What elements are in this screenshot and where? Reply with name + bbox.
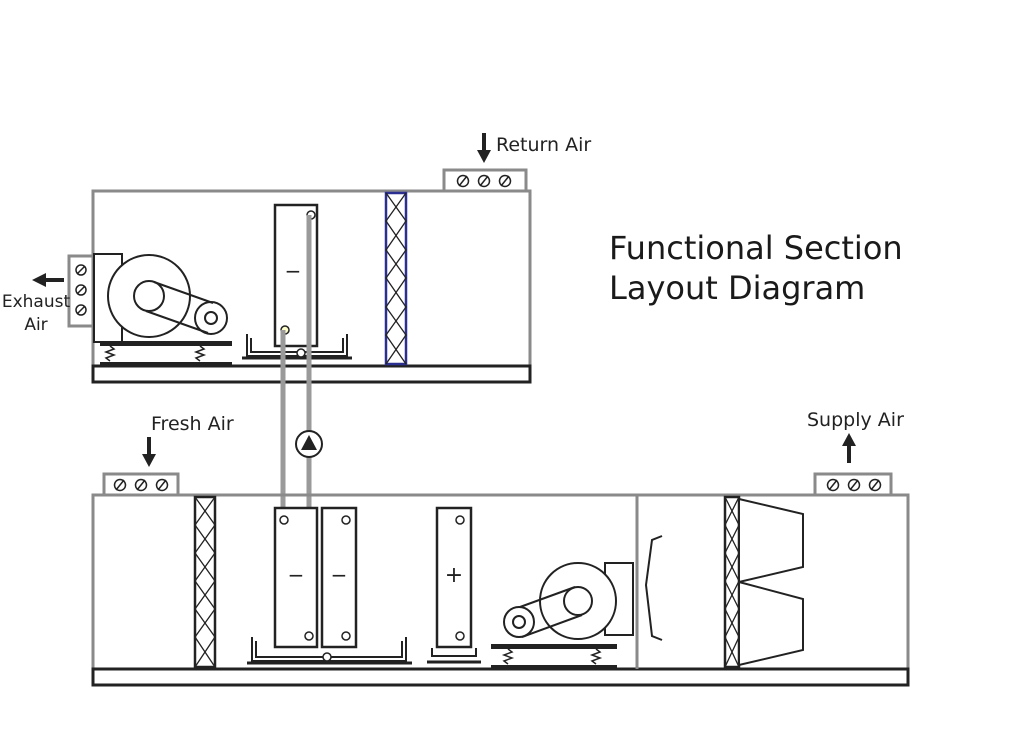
return-air-damper bbox=[442, 168, 528, 193]
diagram-title-line1: Functional Section bbox=[609, 229, 903, 267]
fresh-air-damper bbox=[102, 472, 180, 497]
supply-fan bbox=[491, 562, 634, 668]
lower-unit: − − + bbox=[91, 433, 910, 687]
exhaust-fan bbox=[93, 253, 232, 365]
supply-air-label: Supply Air bbox=[807, 409, 904, 431]
final-filter bbox=[723, 495, 741, 669]
lower-coil-2-sign: − bbox=[331, 563, 348, 587]
fresh-air-arrow bbox=[142, 437, 156, 467]
lower-pre-filter bbox=[193, 495, 217, 669]
return-air-arrow bbox=[477, 133, 491, 163]
bag-filter bbox=[738, 497, 804, 667]
lower-recovery-coil: − bbox=[273, 506, 319, 649]
diagram-title-line2: Layout Diagram bbox=[609, 269, 865, 307]
supply-air-arrow bbox=[842, 433, 856, 463]
cooling-coil: − bbox=[320, 506, 358, 649]
exhaust-air-arrow bbox=[32, 273, 64, 287]
upper-coil-sign: − bbox=[285, 259, 302, 283]
exhaust-air-label-line1: Exhaust bbox=[2, 292, 71, 312]
upper-recovery-coil: − bbox=[242, 203, 352, 360]
lower-drain-pan bbox=[247, 637, 412, 665]
heating-coil: + bbox=[427, 506, 481, 664]
return-air-label: Return Air bbox=[496, 134, 591, 156]
lower-base-rail bbox=[91, 667, 910, 687]
lower-coil-1-sign: − bbox=[288, 563, 305, 587]
upper-filter bbox=[384, 191, 408, 366]
diffuser-plate bbox=[644, 535, 663, 641]
exhaust-air-label-line2: Air bbox=[24, 315, 47, 335]
exhaust-air-damper bbox=[67, 254, 95, 328]
fresh-air-label: Fresh Air bbox=[151, 413, 234, 435]
supply-air-damper bbox=[813, 472, 893, 497]
heating-coil-sign: + bbox=[445, 563, 463, 588]
